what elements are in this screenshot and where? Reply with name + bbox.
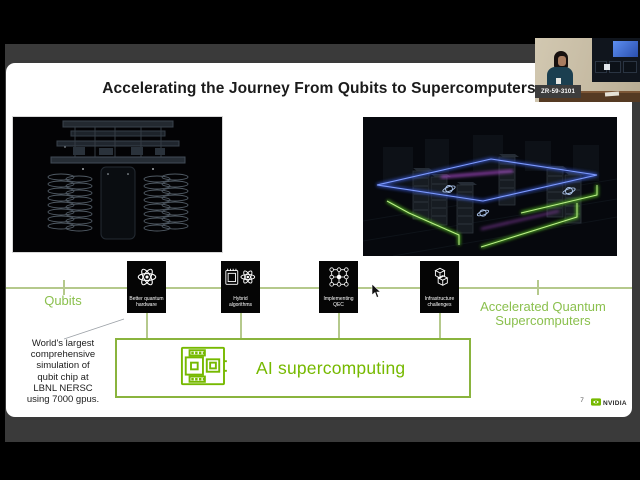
slide-title: Accelerating the Journey From Qubits to …: [102, 80, 536, 97]
annotation-leader-line: [63, 318, 125, 340]
ai-supercomputing-box: AI supercomputing: [115, 338, 471, 398]
tv-thumbnail: [623, 61, 637, 73]
milestone-label: Implementing QEC: [323, 296, 354, 308]
milestone-hybrid-algorithms: Hybrid algorithms: [221, 261, 260, 313]
podium: [539, 91, 640, 102]
milestone-label: Better quantum hardware: [129, 296, 164, 308]
annotation-text: World's largest comprehensive simulation…: [26, 338, 100, 406]
connector-line: [240, 313, 242, 338]
presentation-slide: Accelerating the Journey From Qubits to …: [6, 63, 632, 417]
cubes-stack-icon: [429, 266, 451, 293]
milestone-label: Hybrid algorithms: [228, 296, 253, 308]
quantum-fridge-image: [12, 116, 223, 253]
qec-lattice-icon: [328, 266, 350, 293]
mouse-cursor: [371, 284, 382, 298]
chip-atom-icon: [224, 266, 257, 293]
room-tv-screen: [592, 38, 640, 82]
brand-logo: NVIDIA: [591, 394, 627, 412]
ai-box-label: AI supercomputing: [256, 357, 406, 378]
gpu-chip-icon: [170, 344, 234, 393]
page-number: 7: [580, 397, 584, 404]
milestone-better-quantum-hardware: Better quantum hardware: [127, 261, 166, 313]
connector-line: [338, 313, 340, 338]
timeline-start-label: Qubits: [44, 293, 82, 308]
presenter-face: [557, 56, 566, 66]
quantum-datacenter-image: [362, 117, 618, 257]
presenter-badge: [556, 78, 561, 84]
brand-wordmark: NVIDIA: [603, 399, 627, 407]
connector-line: [146, 313, 148, 338]
webcam-video-tile[interactable]: ZR-59-3101: [535, 38, 640, 102]
timeline-tick-start: [63, 280, 65, 295]
milestone-label: Infrastructure challenges: [424, 296, 455, 308]
timeline-tick-end: [537, 280, 539, 295]
milestone-infrastructure-challenges: Infrastructure challenges: [420, 261, 459, 313]
tv-qr-code: [604, 64, 610, 70]
connector-line: [439, 313, 441, 338]
room-label: ZR-59-3101: [535, 85, 581, 98]
timeline-end-label: Accelerated Quantum Supercomputers: [480, 299, 606, 328]
atom-icon: [136, 266, 158, 293]
nvidia-eye-icon: [591, 394, 601, 412]
tv-slide-content: [613, 41, 638, 57]
milestone-implementing-qec: Implementing QEC: [319, 261, 358, 313]
tv-thumbnail: [609, 61, 621, 73]
